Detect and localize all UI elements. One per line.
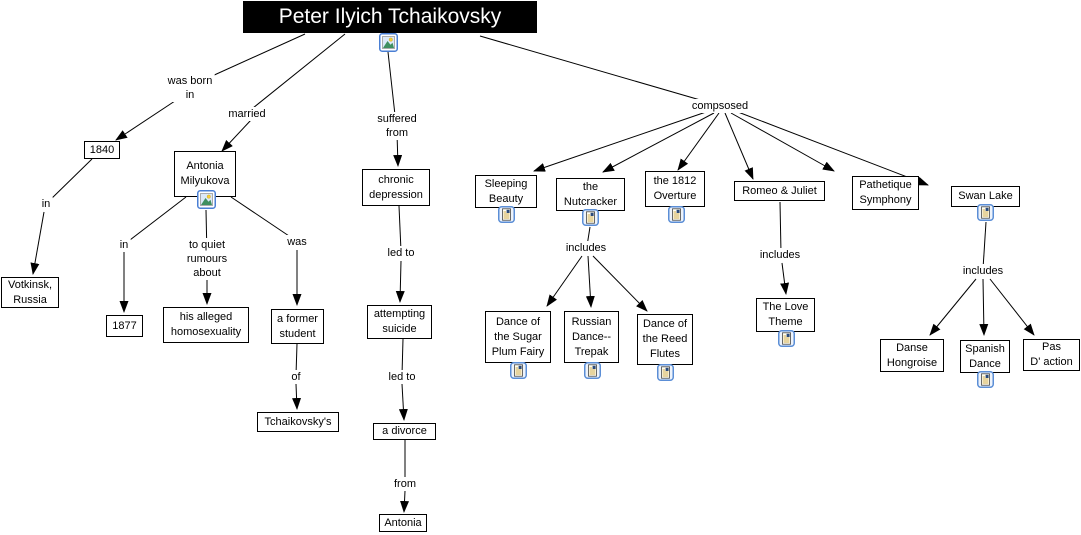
edge-title-compsosed (479, 35, 929, 186)
link-label-includes-romeo[interactable]: includes (757, 248, 803, 262)
concept-1812-overture[interactable]: the 1812 Overture (645, 171, 705, 207)
concept-sugar-plum-fairy[interactable]: Dance of the Sugar Plum Fairy (485, 311, 551, 363)
link-label-to-quiet-rumours[interactable]: to quiet rumours about (184, 238, 230, 280)
link-label-led-to-1[interactable]: led to (385, 246, 417, 260)
concept-pas-daction[interactable]: Pas D' action (1023, 339, 1080, 371)
concept-alleged-homosexuality[interactable]: his alleged homosexuality (163, 307, 249, 343)
sleeping-beauty-document-icon[interactable] (498, 206, 515, 228)
link-label-married[interactable]: married (226, 107, 268, 121)
link-label-includes-nutcracker[interactable]: includes (563, 241, 609, 255)
edge-suicide-led-to-divorce (398, 338, 408, 421)
edge-title-suffered-from-depression (387, 51, 403, 167)
russian-dance-document-icon[interactable] (584, 362, 601, 384)
edge-swan-lake-includes (929, 221, 1035, 336)
link-label-was[interactable]: was (285, 235, 309, 249)
concept-title-tchaikovsky[interactable]: Peter Ilyich Tchaikovsky (243, 1, 537, 33)
link-label-led-to-2[interactable]: led to (386, 370, 418, 384)
concept-1877[interactable]: 1877 (106, 315, 143, 337)
link-label-of[interactable]: of (289, 370, 303, 384)
concept-romeo-and-juliet[interactable]: Romeo & Juliet (734, 181, 825, 201)
concept-love-theme[interactable]: The Love Theme (756, 298, 815, 332)
link-label-compsosed[interactable]: compsosed (689, 99, 751, 113)
edge-depression-led-to-suicide (395, 205, 405, 303)
concept-spanish-dance[interactable]: Spanish Dance (960, 340, 1010, 373)
spanish-dance-document-icon[interactable] (977, 371, 994, 393)
nutcracker-document-icon[interactable] (582, 209, 599, 231)
1812-overture-document-icon[interactable] (668, 206, 685, 228)
edge-1840-in-votkinsk (30, 158, 93, 275)
concept-russian-dance-trepak[interactable]: Russian Dance-- Trepak (564, 311, 619, 363)
edge-antonia-in-1877 (119, 196, 187, 313)
link-label-in-1877[interactable]: in (117, 238, 131, 252)
concept-tchaikovskys[interactable]: Tchaikovsky's (257, 412, 339, 432)
concept-attempting-suicide[interactable]: attempting suicide (367, 305, 432, 339)
reed-flutes-document-icon[interactable] (657, 364, 674, 386)
link-label-includes-swan[interactable]: includes (960, 264, 1006, 278)
concept-swan-lake[interactable]: Swan Lake (951, 186, 1020, 207)
link-label-suffered-from[interactable]: suffered from (375, 112, 419, 140)
love-theme-document-icon[interactable] (778, 330, 795, 352)
antonia-image-resource-icon[interactable] (197, 190, 216, 214)
link-label-was-born-in[interactable]: was born in (165, 74, 215, 102)
link-label-from[interactable]: from (392, 477, 418, 491)
link-label-in-votkinsk[interactable]: in (39, 197, 53, 211)
concept-sleeping-beauty[interactable]: Sleeping Beauty (475, 175, 537, 208)
concept-pathetique-symphony[interactable]: Pathetique Symphony (852, 176, 919, 210)
sugar-plum-document-icon[interactable] (510, 362, 527, 384)
concept-chronic-depression[interactable]: chronic depression (362, 169, 430, 206)
concept-danse-hongroise[interactable]: Danse Hongroise (880, 339, 944, 372)
concept-antonia[interactable]: Antonia (379, 514, 427, 532)
edge-divorce-from-antonia (400, 440, 410, 513)
concept-a-divorce[interactable]: a divorce (373, 423, 436, 440)
concept-reed-flutes[interactable]: Dance of the Reed Flutes (637, 314, 693, 365)
edge-nutcracker-includes (546, 226, 648, 312)
concept-votkinsk-russia[interactable]: Votkinsk, Russia (1, 277, 59, 308)
edge-student-of-tchaikovskys (292, 343, 302, 410)
title-image-resource-icon[interactable] (379, 33, 398, 57)
edge-title-married-antonia (221, 33, 346, 152)
edge-romeo-includes-love-theme (779, 201, 790, 295)
concept-the-nutcracker[interactable]: the Nutcracker (556, 178, 625, 211)
concept-1840[interactable]: 1840 (84, 141, 120, 159)
edge-antonia-was-student (230, 196, 302, 306)
concept-former-student[interactable]: a former student (271, 309, 324, 344)
swan-lake-document-icon[interactable] (977, 204, 994, 226)
